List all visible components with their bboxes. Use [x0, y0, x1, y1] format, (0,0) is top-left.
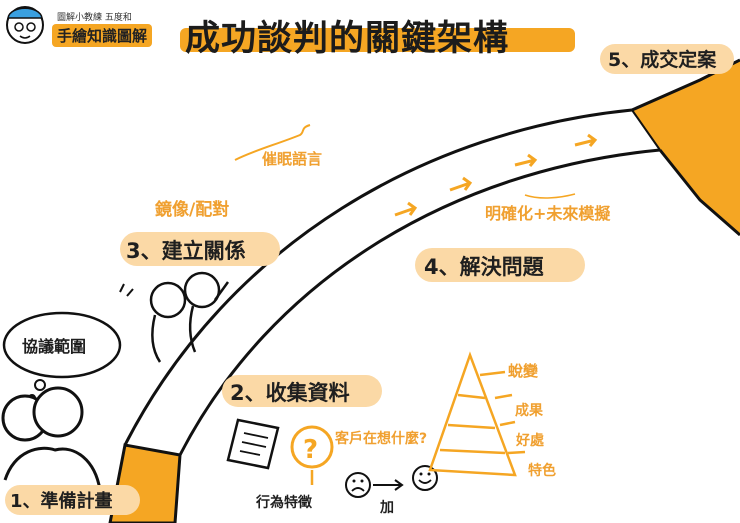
pyramid-level-3: 好處 [516, 433, 544, 449]
happy-face-icon [412, 465, 438, 491]
scribble-icon [234, 124, 311, 161]
step1-label: 1、準備計畫 [10, 491, 113, 512]
document-icon [226, 418, 280, 470]
arrow-icon [449, 176, 473, 192]
diagram-title: 成功談判的關鍵架構 [185, 19, 510, 59]
planning-people-figure [1, 386, 102, 491]
bridge-bottom-edge [178, 148, 661, 456]
step5-highlight [600, 44, 734, 74]
thought-bubble [2, 311, 122, 379]
mirror-match-label: 鏡像/配對 [155, 200, 230, 220]
scribble-icon [524, 193, 576, 199]
pyramid-level-1: 蛻變 [508, 362, 539, 380]
sad-face-icon [345, 472, 371, 498]
arrow-icon [574, 133, 598, 147]
road-arrows [394, 133, 598, 217]
logo-mascot-icon [6, 6, 44, 44]
step3-label: 3、建立關係 [126, 239, 246, 263]
cliff-shape [632, 60, 740, 235]
question-mark-icon: ? [303, 435, 318, 465]
bridge-top-edge [123, 108, 633, 446]
pyramid-level-2: 成果 [515, 403, 543, 419]
step2-label: 2、收集資料 [230, 381, 350, 405]
step5-label: 5、成交定案 [608, 49, 717, 71]
step1-highlight [5, 485, 140, 515]
pyramid-icon [428, 351, 526, 477]
arrow-icon [514, 153, 538, 167]
person-body-icon [151, 314, 162, 363]
person-body-icon [188, 305, 197, 353]
person-head-icon [32, 386, 84, 438]
person-shoulders-icon [3, 446, 102, 491]
thought-dot [34, 379, 46, 391]
transition-arrow-icon [373, 479, 404, 491]
step2-highlight [222, 375, 382, 407]
person-head-icon [149, 281, 187, 319]
step3-highlight [120, 232, 280, 266]
arrow-icon [394, 201, 418, 217]
pyramid-level-4: 特色 [528, 463, 556, 479]
cliff-bottom-edge [658, 149, 740, 237]
step4-label: 4、解決問題 [424, 255, 544, 279]
hypnotic-language-label: 催眠語言 [262, 150, 323, 168]
person-head-icon [183, 271, 221, 309]
happy-marks-icon [119, 283, 134, 297]
logo-subtitle: 圖解小教練 五度和 [57, 13, 132, 23]
clarify-future-label: 明確化+未來模擬 [485, 204, 611, 223]
waving-arm-icon [213, 281, 230, 301]
traits-label: 行為特徵 [256, 495, 312, 511]
logo-title: 手繪知識圖解 [52, 24, 153, 47]
step4-highlight [415, 248, 585, 282]
two-people-figure [149, 271, 230, 363]
what-client-wants-label: 客戶在想什麼? [335, 431, 428, 447]
title-highlight [180, 28, 575, 52]
add-label: 加 [380, 500, 394, 516]
cliff-side-edge [631, 109, 661, 151]
question-circle-icon [290, 425, 334, 469]
agreement-scope-label: 協議範圍 [22, 337, 87, 356]
